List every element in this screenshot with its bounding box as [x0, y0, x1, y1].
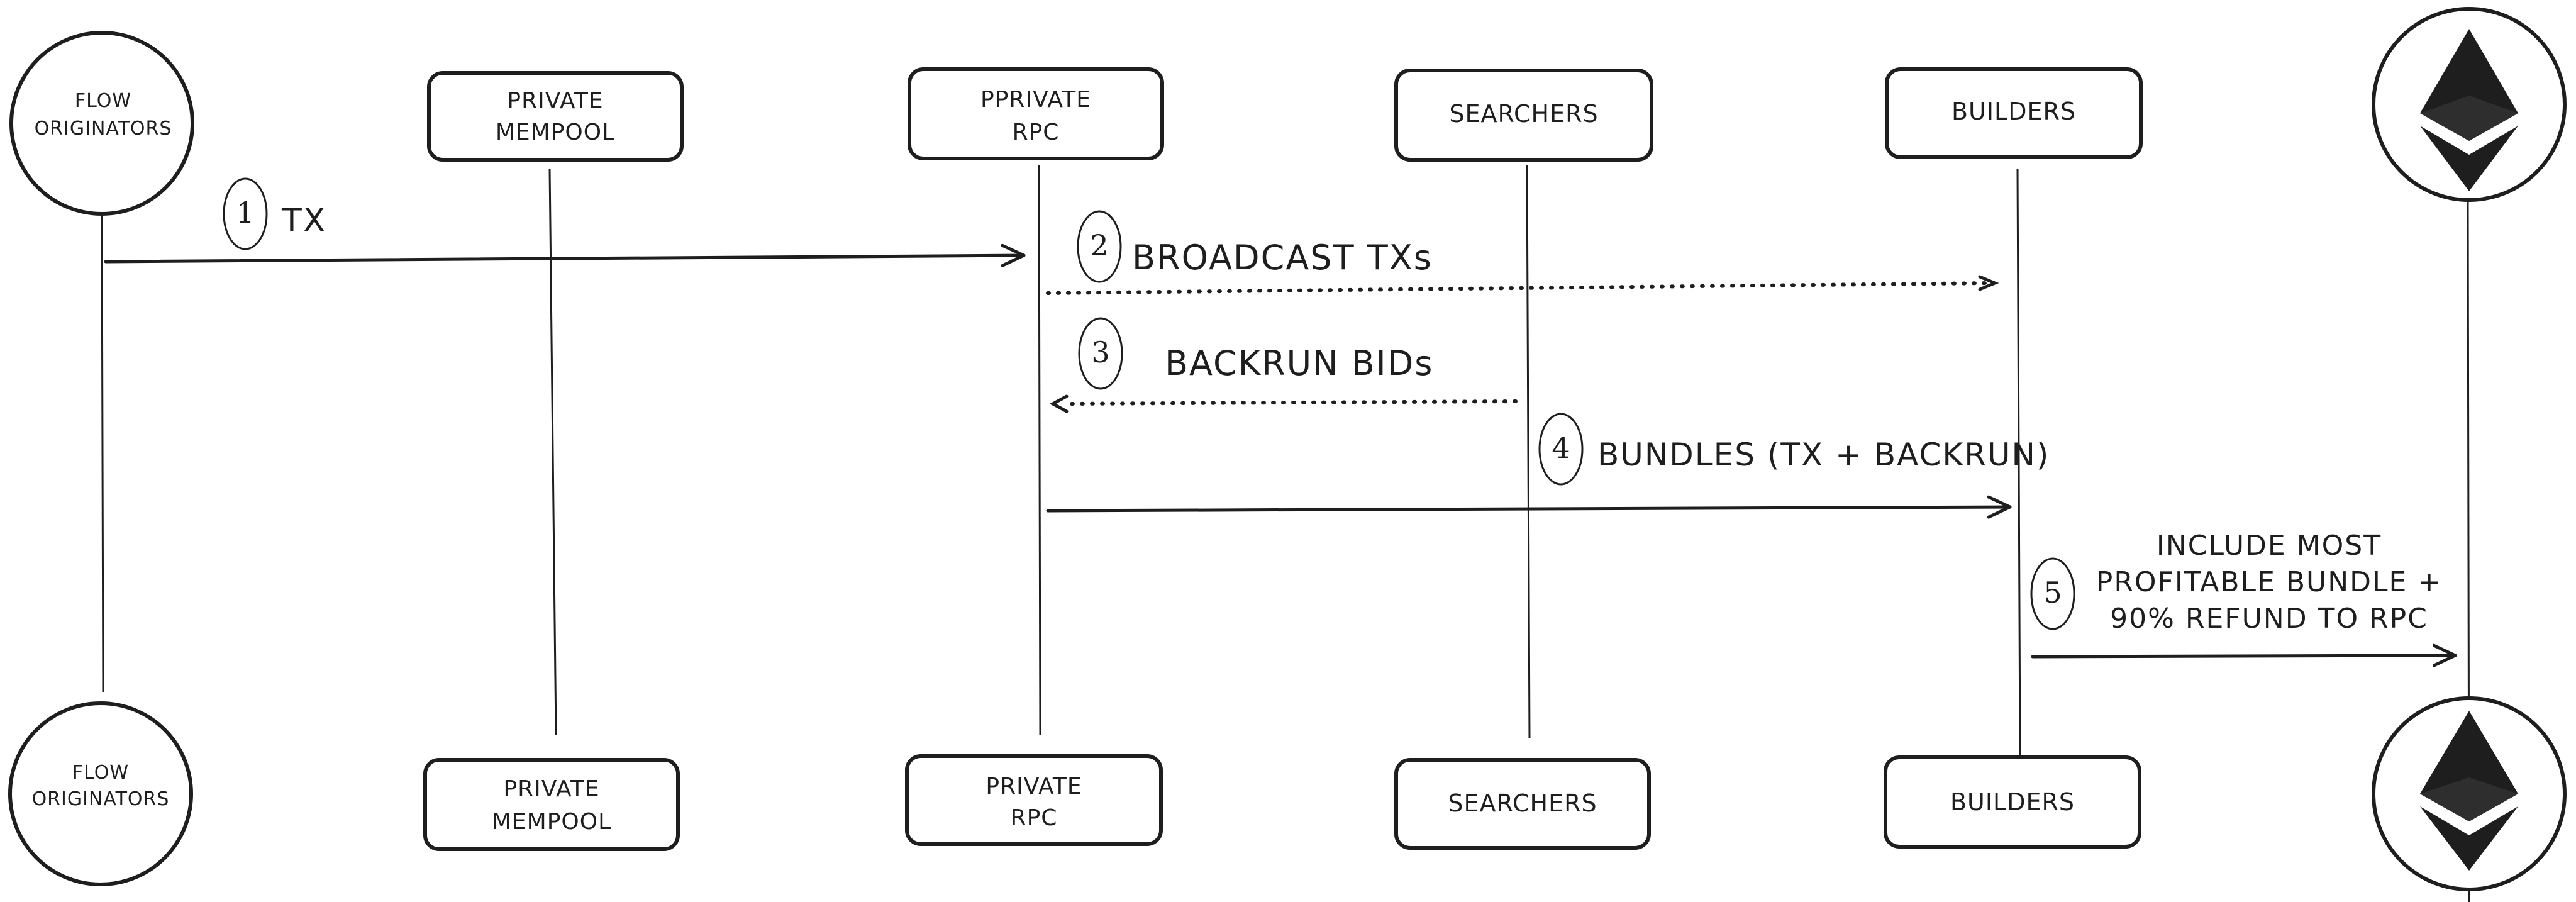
- actor-label-line1: PRIVATE: [985, 774, 1082, 799]
- lifeline-builders: [2016, 168, 2021, 755]
- actor-private-rpc-bottom: PRIVATE RPC: [905, 754, 1163, 846]
- arrow-head: [1978, 275, 1999, 291]
- step-number: 1: [236, 196, 254, 230]
- actor-circle: [9, 31, 194, 216]
- message-label: BUNDLES (TX + BACKRUN): [1597, 437, 2050, 473]
- actor-label: SEARCHERS: [1449, 100, 1598, 128]
- actor-searchers-top: SEARCHERS: [1394, 69, 1653, 162]
- actor-private-rpc-top: PPRIVATE RPC: [908, 67, 1164, 160]
- lifeline-private-mempool: [548, 168, 557, 735]
- arrow-head: [1049, 394, 1069, 413]
- actor-box: [905, 754, 1163, 846]
- step-badge: [1538, 413, 1584, 486]
- actor-circle: [8, 701, 193, 886]
- actor-ethereum-top: [2372, 7, 2567, 202]
- lifeline-searchers: [1526, 164, 1531, 739]
- step-number: 3: [1091, 335, 1109, 369]
- actor-label-line2: MEMPOOL: [496, 120, 615, 145]
- actor-label-line1: PRIVATE: [503, 776, 599, 802]
- message-arrow: [104, 255, 1026, 262]
- message-arrow: [1046, 507, 2012, 511]
- actor-label-line1: FLOW: [72, 762, 129, 784]
- actor-label-line1: FLOW: [75, 90, 131, 112]
- actor-label-line2: MEMPOOL: [492, 809, 611, 835]
- actor-label-line2: ORIGINATORS: [35, 118, 172, 140]
- step-badge: [1078, 317, 1123, 390]
- message-arrow: [1065, 399, 1518, 406]
- actor-box: [423, 758, 680, 851]
- actor-searchers-bottom: SEARCHERS: [1394, 758, 1651, 850]
- actor-box: [1885, 67, 2143, 159]
- actor-box: [1884, 755, 2141, 849]
- actor-label-line2: ORIGINATORS: [32, 788, 170, 810]
- actor-box: [1394, 69, 1653, 162]
- step-number: 4: [1552, 431, 1570, 465]
- message-label: BACKRUN BIDs: [1165, 343, 1433, 383]
- lifeline-flow-originators: [101, 213, 104, 693]
- actor-private-mempool-bottom: PRIVATE MEMPOOL: [423, 758, 680, 851]
- message-label: BROADCAST TXs: [1132, 238, 1433, 277]
- message-label-line3: 90% REFUND TO RPC: [2110, 603, 2428, 635]
- message-label-line2: PROFITABLE BUNDLE +: [2096, 566, 2442, 598]
- lifeline-private-rpc: [1038, 164, 1041, 735]
- actor-box: [908, 67, 1164, 160]
- actor-builders-bottom: BUILDERS: [1884, 755, 2141, 849]
- message-3: 3 BACKRUN BIDs: [1049, 317, 1518, 413]
- message-arrow: [1046, 281, 1993, 295]
- message-label: TX: [281, 202, 326, 240]
- step-number: 5: [2043, 576, 2062, 610]
- message-label-line1: INCLUDE MOST: [2157, 530, 2382, 562]
- step-number: 2: [1090, 228, 1108, 262]
- step-badge: [1077, 210, 1122, 283]
- message-2: 2 BROADCAST TXs: [1046, 210, 1999, 295]
- ethereum-logo-icon: [2420, 711, 2518, 871]
- step-badge: [223, 177, 268, 250]
- message-arrow: [2031, 655, 2457, 657]
- message-1: 1 TX: [104, 177, 1026, 262]
- message-4: 4 BUNDLES (TX + BACKRUN): [1046, 413, 2050, 511]
- step-badge: [2030, 557, 2075, 630]
- actor-flow-originators-bottom: FLOW ORIGINATORS: [8, 701, 193, 886]
- ethereum-logo-icon: [2420, 29, 2518, 191]
- actor-label: SEARCHERS: [1448, 789, 1597, 817]
- actor-label-line1: PRIVATE: [507, 88, 603, 114]
- actor-ethereum-bottom: [2372, 696, 2567, 891]
- message-5: 5 INCLUDE MOST PROFITABLE BUNDLE + 90% R…: [2030, 530, 2457, 657]
- actor-label-line2: RPC: [1011, 805, 1058, 831]
- actor-private-mempool-top: PRIVATE MEMPOOL: [427, 71, 684, 162]
- actor-flow-originators-top: FLOW ORIGINATORS: [9, 31, 194, 216]
- actor-label: BUILDERS: [1951, 97, 2076, 125]
- actor-box: [1394, 758, 1651, 850]
- actor-box: [427, 71, 684, 162]
- actor-label-line2: RPC: [1013, 120, 1060, 145]
- actor-builders-top: BUILDERS: [1885, 67, 2143, 159]
- actor-label-line1: PPRIVATE: [980, 87, 1091, 113]
- actor-label: BUILDERS: [1950, 788, 2075, 816]
